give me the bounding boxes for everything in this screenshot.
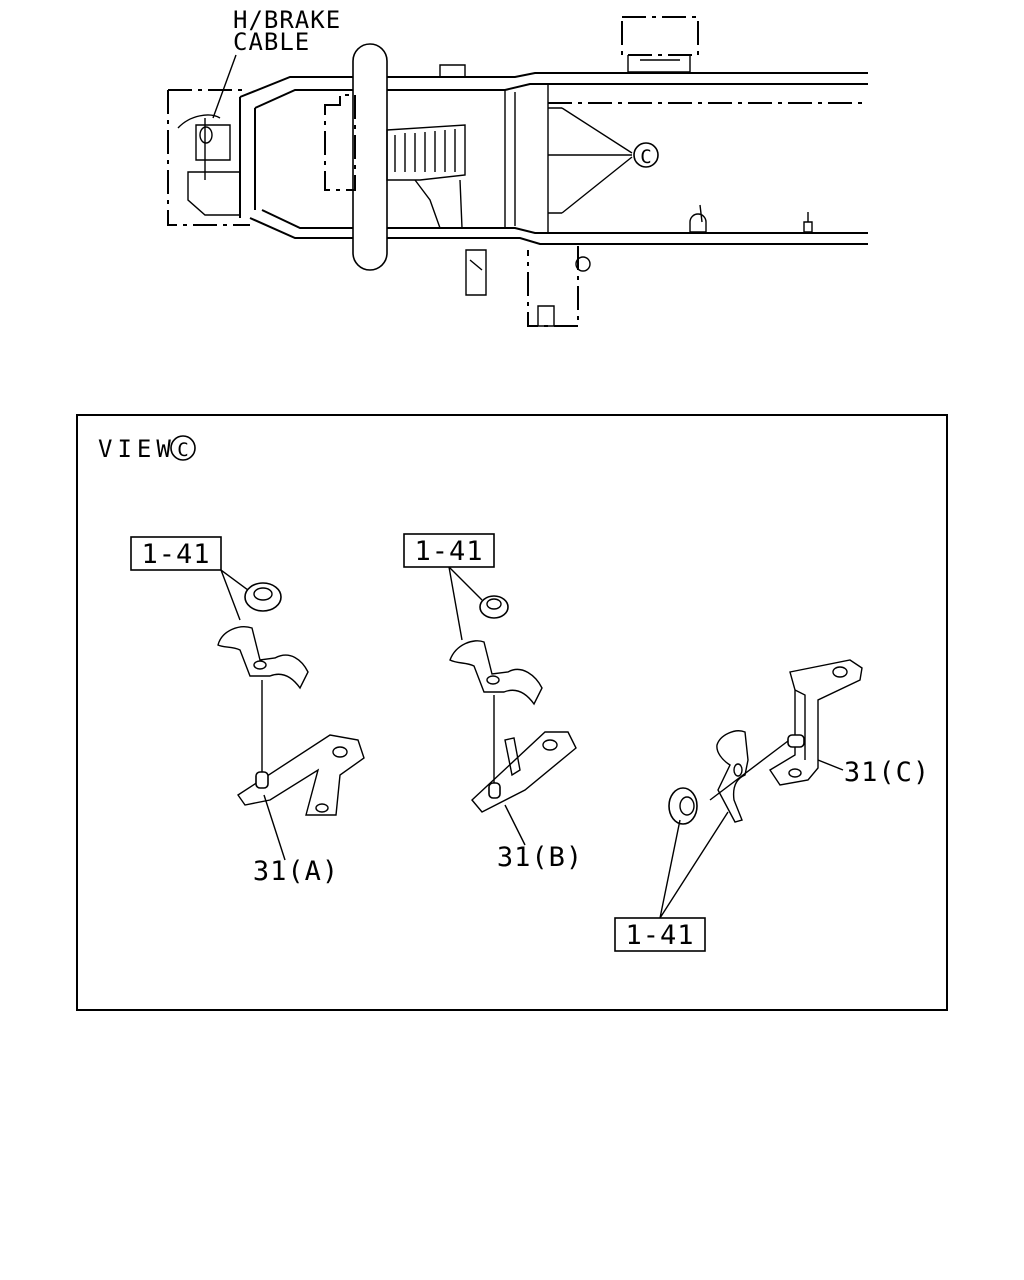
part-a-bracket-hole-bottom: [315, 803, 329, 813]
view-c-detail-panel: VIEW C 1-41 31(A) 1-41: [76, 414, 948, 1011]
part-c-bracket-hole-bottom: [788, 768, 802, 778]
part-c-nut-hole: [679, 796, 695, 816]
part-a-label-leader: [263, 794, 286, 861]
part-b-ref-label: 1-41: [414, 536, 483, 567]
hbrake-callout-line2: CABLE: [233, 28, 310, 56]
transmission-outline: [324, 94, 356, 191]
lower-pipe-dashed: [527, 246, 579, 327]
top-fitting: [439, 64, 466, 78]
detail-panel-border: [76, 414, 948, 1011]
part-a-stud: [255, 771, 269, 789]
part-c-bracket-hole-top: [832, 666, 848, 678]
part-c-stud-line: [709, 740, 789, 801]
view-c-marker-circle: [633, 142, 659, 168]
part-b-bracket-tab: [504, 737, 521, 777]
part-a-nut-hole: [253, 587, 273, 601]
lower-cap: [537, 305, 555, 327]
part-b-clip-hole: [486, 675, 500, 685]
front-crossmember: [239, 97, 256, 218]
upper-box-outline: [621, 16, 699, 56]
part-b-nut: [479, 595, 509, 619]
frame-rail-lower-inner: [261, 209, 868, 234]
transmission-ribs: [394, 129, 456, 172]
part-a-bracket-hole-top: [332, 746, 348, 758]
part-b-bracket-hole: [542, 739, 558, 751]
part-c-stud: [787, 734, 805, 748]
part-b-label-leader: [504, 804, 526, 846]
rail-fitting-right: [689, 204, 707, 233]
part-c-label-leader: [817, 759, 844, 771]
part-c-bracket-label: 31(C): [844, 757, 930, 788]
view-c-marker-label: C: [640, 146, 651, 168]
frame-rail-lower: [249, 217, 868, 245]
part-a-clip: [217, 626, 309, 690]
part-a-assembly: 1-41 31(A): [130, 536, 365, 887]
chassis-frame-view: C H/BRAKE CABLE: [167, 6, 868, 327]
part-c-assembly: 1-41 31(C): [614, 659, 930, 952]
rear-crossmember-left: [504, 90, 516, 228]
rail-fitting-far-right: [803, 212, 813, 233]
part-b-bracket: [471, 731, 577, 813]
part-c-bracket-edge: [794, 689, 806, 760]
view-c-leaders: [561, 107, 633, 214]
part-c-ref-box: [614, 917, 706, 952]
clip-marks: [548, 107, 562, 214]
view-title-marker-label: C: [177, 439, 188, 461]
part-c-clip: [716, 730, 749, 823]
part-a-ref-leader: [220, 569, 249, 621]
hbrake-cable-leader: [212, 54, 237, 119]
cab-mount-detail: [195, 124, 231, 161]
transmission-body: [386, 124, 466, 181]
part-c-ref-leader: [659, 811, 729, 919]
view-title-text: VIEW: [98, 435, 176, 463]
part-b-stud: [488, 782, 501, 799]
part-b-assembly: 1-41 31(B): [403, 533, 583, 873]
part-c-ref-label: 1-41: [625, 920, 694, 951]
part-b-nut-hole: [486, 598, 502, 610]
cab-mount-block: [187, 171, 241, 216]
part-a-clip-hole: [253, 660, 267, 670]
tire-shape: [352, 43, 388, 271]
part-a-ref-box: [130, 536, 222, 571]
cab-outline: [167, 89, 250, 226]
part-c-clip-hole: [733, 763, 743, 777]
hbrake-callout-line1: H/BRAKE: [233, 6, 341, 34]
part-a-nut: [244, 582, 282, 612]
part-a-ref-label: 1-41: [141, 539, 210, 570]
transmission-lower: [414, 179, 463, 229]
part-b-clip: [449, 640, 543, 706]
view-title-marker-circle: [170, 435, 196, 461]
part-c-nut: [668, 787, 698, 825]
part-b-bracket-label: 31(B): [497, 842, 583, 873]
part-a-bracket: [237, 734, 365, 816]
lower-bracket: [465, 249, 487, 296]
part-b-ref-leader: [448, 566, 483, 641]
upper-box-mount: [627, 55, 691, 73]
hbrake-cable-path: [177, 114, 221, 180]
part-a-bracket-label: 31(A): [253, 856, 339, 887]
frame-rail-upper: [239, 72, 868, 98]
lower-round-part: [575, 256, 591, 272]
